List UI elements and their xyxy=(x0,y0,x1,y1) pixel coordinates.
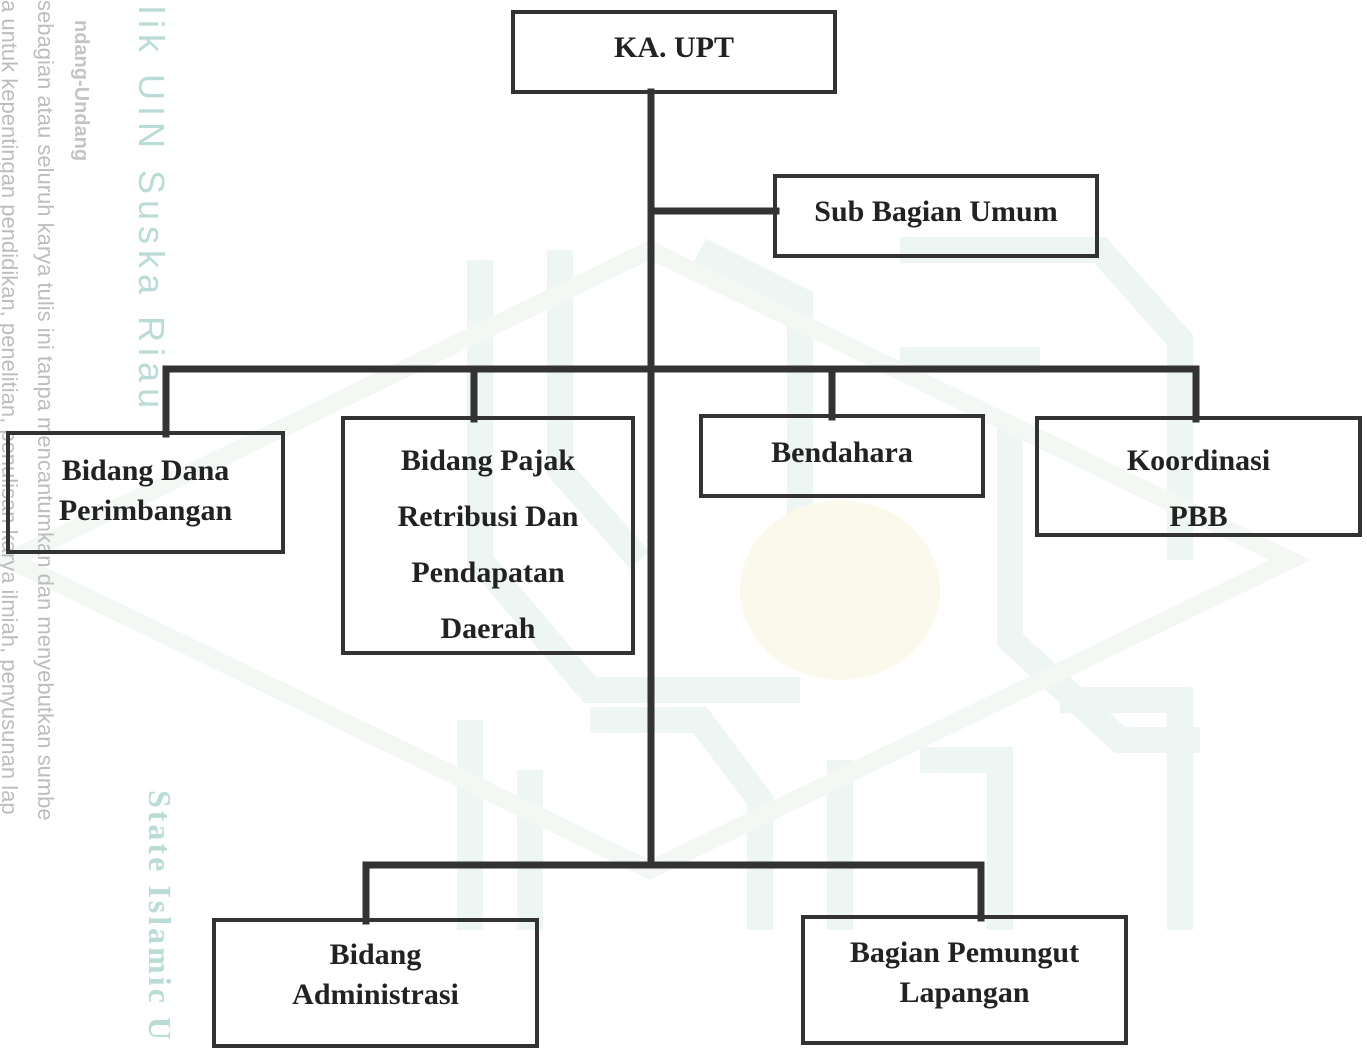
box-line: Retribusi Dan xyxy=(397,500,579,533)
ka-upt-box: KA. UPT xyxy=(511,10,837,94)
connector-lines xyxy=(162,88,1200,925)
box-line: Bidang xyxy=(329,938,422,971)
bendahara-box: Bendahara xyxy=(699,414,985,498)
box-line: Administrasi xyxy=(292,978,459,1011)
bidang-administrasi-box: Bidang Administrasi xyxy=(212,918,539,1048)
box-line: Pendapatan xyxy=(411,556,565,589)
bidang-dana-perimbangan-box: Bidang Dana Perimbangan xyxy=(6,431,285,554)
watermark-emblem xyxy=(0,237,1311,930)
box-line: PBB xyxy=(1169,500,1228,533)
bidang-pajak-box: Bidang Pajak Retribusi Dan Pendapatan Da… xyxy=(341,416,635,655)
box-line: Perimbangan xyxy=(58,494,233,527)
sub-bagian-umum-box: Sub Bagian Umum xyxy=(773,174,1099,258)
box-line: Bidang Pajak xyxy=(400,444,576,477)
koordinasi-pbb-box: Koordinasi PBB xyxy=(1035,416,1362,537)
box-line: Lapangan xyxy=(899,976,1030,1009)
bagian-pemungut-lapangan-box: Bagian Pemungut Lapangan xyxy=(801,915,1128,1045)
box-line: Bagian Pemungut xyxy=(849,936,1080,969)
sub-bagian-umum-label: Sub Bagian Umum xyxy=(814,195,1058,228)
box-line: Bidang Dana xyxy=(61,454,230,487)
watermark: a untuk kepentingan pendidikan, peneliti… xyxy=(0,0,1311,1043)
box-line: Daerah xyxy=(440,612,536,645)
box-line: Bendahara xyxy=(771,436,913,469)
ka-upt-label: KA. UPT xyxy=(614,31,734,64)
box-line: Koordinasi xyxy=(1126,444,1271,477)
